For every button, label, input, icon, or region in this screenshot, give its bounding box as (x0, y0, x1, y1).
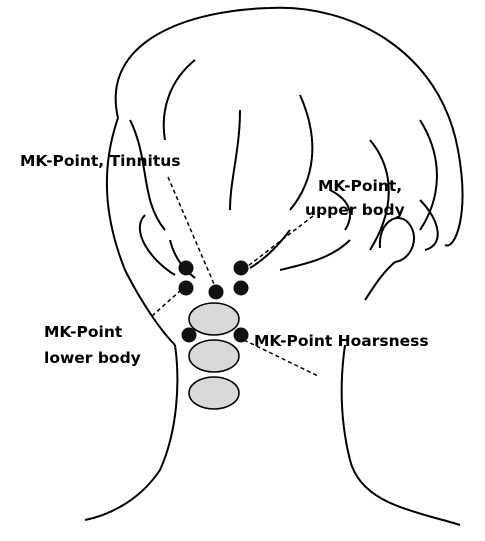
point-center (209, 285, 224, 300)
vertebra-3 (189, 377, 239, 409)
point-hoarseness-left (182, 328, 197, 343)
leader-lower-body (152, 290, 181, 316)
label-upper-body-line1: MK-Point, (318, 177, 402, 196)
neck-right-outline (342, 345, 460, 525)
head-outline (107, 8, 463, 345)
label-lower-body-line1: MK-Point (44, 323, 122, 342)
label-hoarseness: MK-Point Hoarsness (254, 332, 429, 351)
label-upper-body-line2: upper body (305, 201, 405, 220)
label-lower-body-line2: lower body (44, 349, 141, 368)
point-upper-left-1 (179, 261, 194, 276)
point-upper-right-1 (234, 261, 249, 276)
neck-left-outline (85, 345, 177, 520)
vertebra-1 (189, 303, 239, 335)
vertebra-2 (189, 340, 239, 372)
ear-outline (365, 218, 414, 300)
point-upper-right-2 (234, 281, 249, 296)
label-tinnitus: MK-Point, Tinnitus (20, 152, 181, 171)
point-hoarseness-right (234, 328, 249, 343)
point-upper-left-2 (179, 281, 194, 296)
